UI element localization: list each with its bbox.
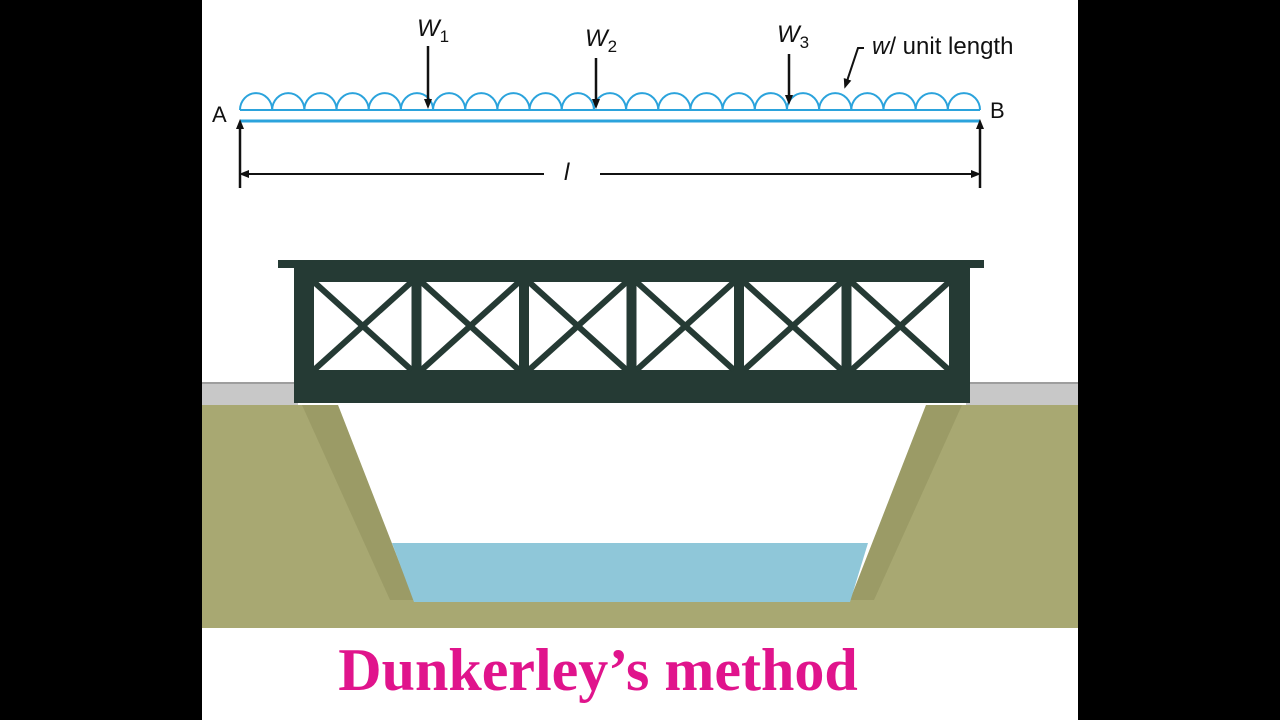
road-left xyxy=(202,383,298,405)
udl-arc xyxy=(914,92,949,111)
udl-arc xyxy=(496,92,531,111)
load-label-w3: W3 xyxy=(777,21,809,52)
udl-leader-arrow xyxy=(843,47,864,89)
udl-arc xyxy=(335,92,370,111)
udl-arc xyxy=(432,92,467,111)
span-label: l xyxy=(564,159,570,186)
support-label-a: A xyxy=(212,102,227,127)
udl-arc xyxy=(625,92,660,111)
udl-arc xyxy=(721,92,756,111)
udl-arc xyxy=(464,92,499,111)
udl-arc xyxy=(785,92,821,111)
udl-arc xyxy=(239,92,274,111)
truss-top-chord xyxy=(278,260,984,268)
figure-panel: l A B W1 W2 W3 w/ unit length Dunkerley’… xyxy=(202,0,1078,720)
udl-label: w/ unit length xyxy=(872,33,1013,60)
bank-shadow-right xyxy=(850,405,962,600)
truss-diagonal xyxy=(419,279,522,373)
truss-diagonal xyxy=(526,279,629,373)
caption-title: Dunkerley’s method xyxy=(338,637,858,703)
support-label-b: B xyxy=(990,98,1005,123)
udl-arc xyxy=(303,92,338,111)
udl-load-arcs xyxy=(239,92,981,111)
dunkerley-diagram: l A B W1 W2 W3 w/ unit length xyxy=(202,15,1078,628)
truss-bridge xyxy=(278,260,984,403)
udl-arc xyxy=(946,92,981,111)
load-label-w1: W1 xyxy=(417,15,449,46)
udl-arc xyxy=(850,92,885,111)
load-label-w2: W2 xyxy=(585,25,617,56)
udl-arc xyxy=(271,92,306,111)
udl-arc xyxy=(689,92,724,111)
udl-arc xyxy=(753,92,788,111)
udl-arc xyxy=(528,92,563,111)
river-water xyxy=(392,543,868,602)
udl-arc xyxy=(560,92,595,111)
udl-arc xyxy=(882,92,917,111)
bank-shadow-left xyxy=(302,405,414,600)
udl-arc xyxy=(367,92,402,111)
udl-arc xyxy=(818,92,853,111)
truss-diagonal xyxy=(634,279,737,373)
truss-diagonal xyxy=(741,279,844,373)
truss-diagonal xyxy=(849,279,952,373)
udl-arc xyxy=(657,92,692,111)
road-right xyxy=(966,383,1078,405)
truss-diagonal xyxy=(311,279,414,373)
udl-arc xyxy=(592,92,628,111)
